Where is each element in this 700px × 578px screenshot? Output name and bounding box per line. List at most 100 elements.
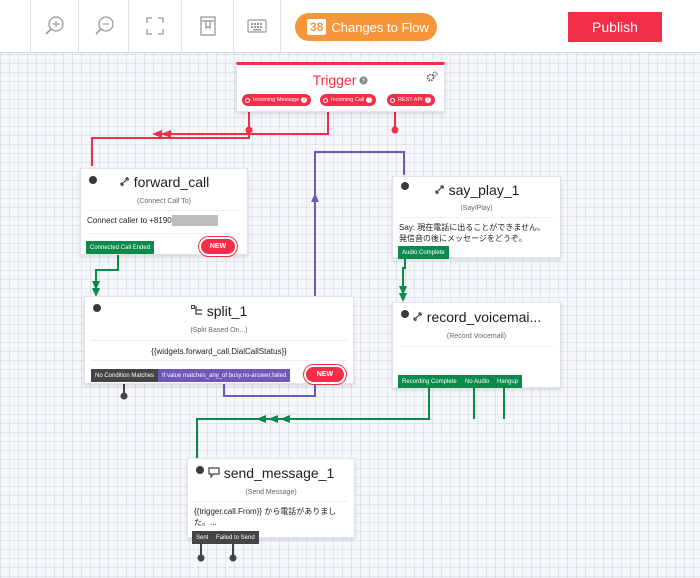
- widget-title-row: say_play_1: [393, 182, 560, 198]
- toolbar-divider: [30, 0, 31, 52]
- pill-label: Incoming Call: [331, 97, 365, 103]
- input-connector[interactable]: [89, 176, 97, 184]
- redacted-number: [171, 215, 218, 226]
- help-icon[interactable]: ?: [359, 72, 368, 88]
- connector-circle: [390, 97, 395, 103]
- widget-name: split_1: [206, 303, 248, 319]
- changes-label: Changes to Flow: [331, 19, 429, 35]
- divider: [399, 217, 554, 218]
- widget-library-icon[interactable]: [196, 14, 220, 38]
- audio-complete-line: [402, 257, 406, 296]
- transition-sent[interactable]: Sent: [192, 531, 213, 544]
- arrowhead: [268, 415, 278, 423]
- arrowhead: [280, 415, 290, 423]
- arrowhead: [92, 281, 100, 290]
- toolbar-divider: [233, 0, 234, 52]
- new-badge: NEW: [201, 239, 235, 254]
- pill-label: REST API: [398, 97, 423, 103]
- widget-title-row: send_message_1: [188, 465, 354, 481]
- toolbar: 38 Changes to Flow Publish: [0, 0, 700, 53]
- trigger-title: Trigger: [312, 72, 357, 88]
- changes-count-badge: 38: [307, 19, 327, 35]
- condition-match-line: [223, 151, 405, 397]
- widget-name: send_message_1: [223, 465, 335, 481]
- widget-body: {{trigger.call.From}} から電話がありました。...: [194, 507, 337, 527]
- new-badge: NEW: [306, 367, 344, 382]
- connection-point: [391, 126, 399, 134]
- keyboard-shortcuts-icon[interactable]: [245, 14, 269, 38]
- connection-point: [245, 126, 253, 134]
- record-voicemail-widget[interactable]: record_voicemai... (Record Voicemail): [392, 302, 561, 388]
- trigger-rest-api[interactable]: REST API ?: [387, 94, 435, 106]
- transition-no-audio[interactable]: No Audio: [461, 375, 494, 388]
- transition-recording-complete[interactable]: Recording Complete: [398, 375, 461, 388]
- body-text: Connect caller to +8190: [87, 216, 172, 225]
- widget-type: (Connect Call To): [137, 198, 191, 205]
- divider: [91, 360, 347, 361]
- say-play-widget[interactable]: say_play_1 (Say/Play) Say: 現在電話に出ることができま…: [392, 176, 561, 258]
- changes-to-flow-button[interactable]: 38 Changes to Flow: [295, 13, 437, 41]
- divider: [87, 233, 241, 234]
- toolbar-divider: [280, 0, 281, 52]
- widget-name: forward_call: [133, 174, 210, 190]
- trigger-incoming-message[interactable]: Incoming Message ?: [242, 94, 312, 106]
- input-connector[interactable]: [93, 304, 101, 312]
- settings-gear-icon[interactable]: [426, 70, 438, 88]
- widget-type: (Send Message): [245, 489, 297, 496]
- input-connector[interactable]: [196, 466, 204, 474]
- phone-icon: [412, 309, 423, 325]
- publish-button[interactable]: Publish: [568, 12, 662, 42]
- input-connector[interactable]: [401, 310, 409, 318]
- connector-circle: [245, 97, 250, 103]
- phone-icon: [434, 182, 445, 198]
- widget-type: (Split Based On...): [190, 327, 248, 334]
- widget-title-row: record_voicemai...: [393, 309, 560, 325]
- record-to-send-lines: [196, 388, 505, 466]
- divider: [194, 501, 348, 502]
- widget-title-row: split_1: [85, 303, 353, 319]
- transition-connected-call-ended[interactable]: Connected Call Ended: [86, 241, 155, 254]
- toolbar-divider: [78, 0, 79, 52]
- split-icon: [190, 303, 203, 319]
- transition-no-condition-matches[interactable]: No Condition Matches: [91, 369, 159, 382]
- zoom-out-icon[interactable]: [93, 14, 117, 38]
- trigger-connection-lines: [91, 104, 396, 166]
- widget-title-row: forward_call: [81, 174, 247, 190]
- divider: [91, 340, 347, 341]
- fit-to-screen-icon[interactable]: [143, 14, 167, 38]
- input-connector[interactable]: [401, 182, 409, 190]
- divider: [399, 346, 554, 347]
- arrowhead: [256, 415, 266, 423]
- trigger-incoming-call[interactable]: Incoming Call ?: [320, 94, 377, 106]
- arrowhead: [399, 286, 407, 295]
- widget-type: (Record Voicemail): [446, 333, 507, 340]
- widget-name: record_voicemai...: [426, 309, 542, 325]
- widget-type: (Say/Play): [460, 205, 493, 212]
- transition-hangup[interactable]: Hangup: [493, 375, 523, 388]
- widget-body: {{widgets.forward_call.DialCallStatus}}: [151, 347, 287, 356]
- svg-text:?: ?: [362, 78, 366, 85]
- help-icon: ?: [424, 97, 431, 103]
- transition-audio-complete[interactable]: Audio Complete: [398, 246, 449, 259]
- widget-body: Connect caller to +8190: [87, 215, 241, 226]
- pill-label: Incoming Message: [253, 97, 300, 103]
- divider: [87, 210, 241, 211]
- connection-point: [229, 554, 237, 562]
- transition-failed-to-send[interactable]: Failed to Send: [212, 531, 259, 544]
- help-icon: ?: [301, 97, 308, 103]
- help-icon: ?: [366, 97, 373, 103]
- arrowhead: [399, 293, 407, 302]
- arrowhead: [161, 130, 171, 138]
- zoom-in-icon[interactable]: [43, 14, 67, 38]
- toolbar-divider: [181, 0, 182, 52]
- transition-if-value-matches[interactable]: If value matches_any_of busy,no-answer,f…: [158, 369, 291, 382]
- widget-name: say_play_1: [448, 182, 520, 198]
- chat-icon: [208, 465, 220, 481]
- connection-point: [120, 392, 128, 400]
- send-message-widget[interactable]: send_message_1 (Send Message) {{trigger.…: [187, 458, 355, 538]
- arrowhead: [311, 193, 319, 202]
- connection-point: [197, 554, 205, 562]
- widget-body: Say: 現在電話に出ることができません。 発信音の後にメッセージをどうぞ。: [399, 223, 545, 243]
- connected-call-ended-line: [95, 254, 119, 290]
